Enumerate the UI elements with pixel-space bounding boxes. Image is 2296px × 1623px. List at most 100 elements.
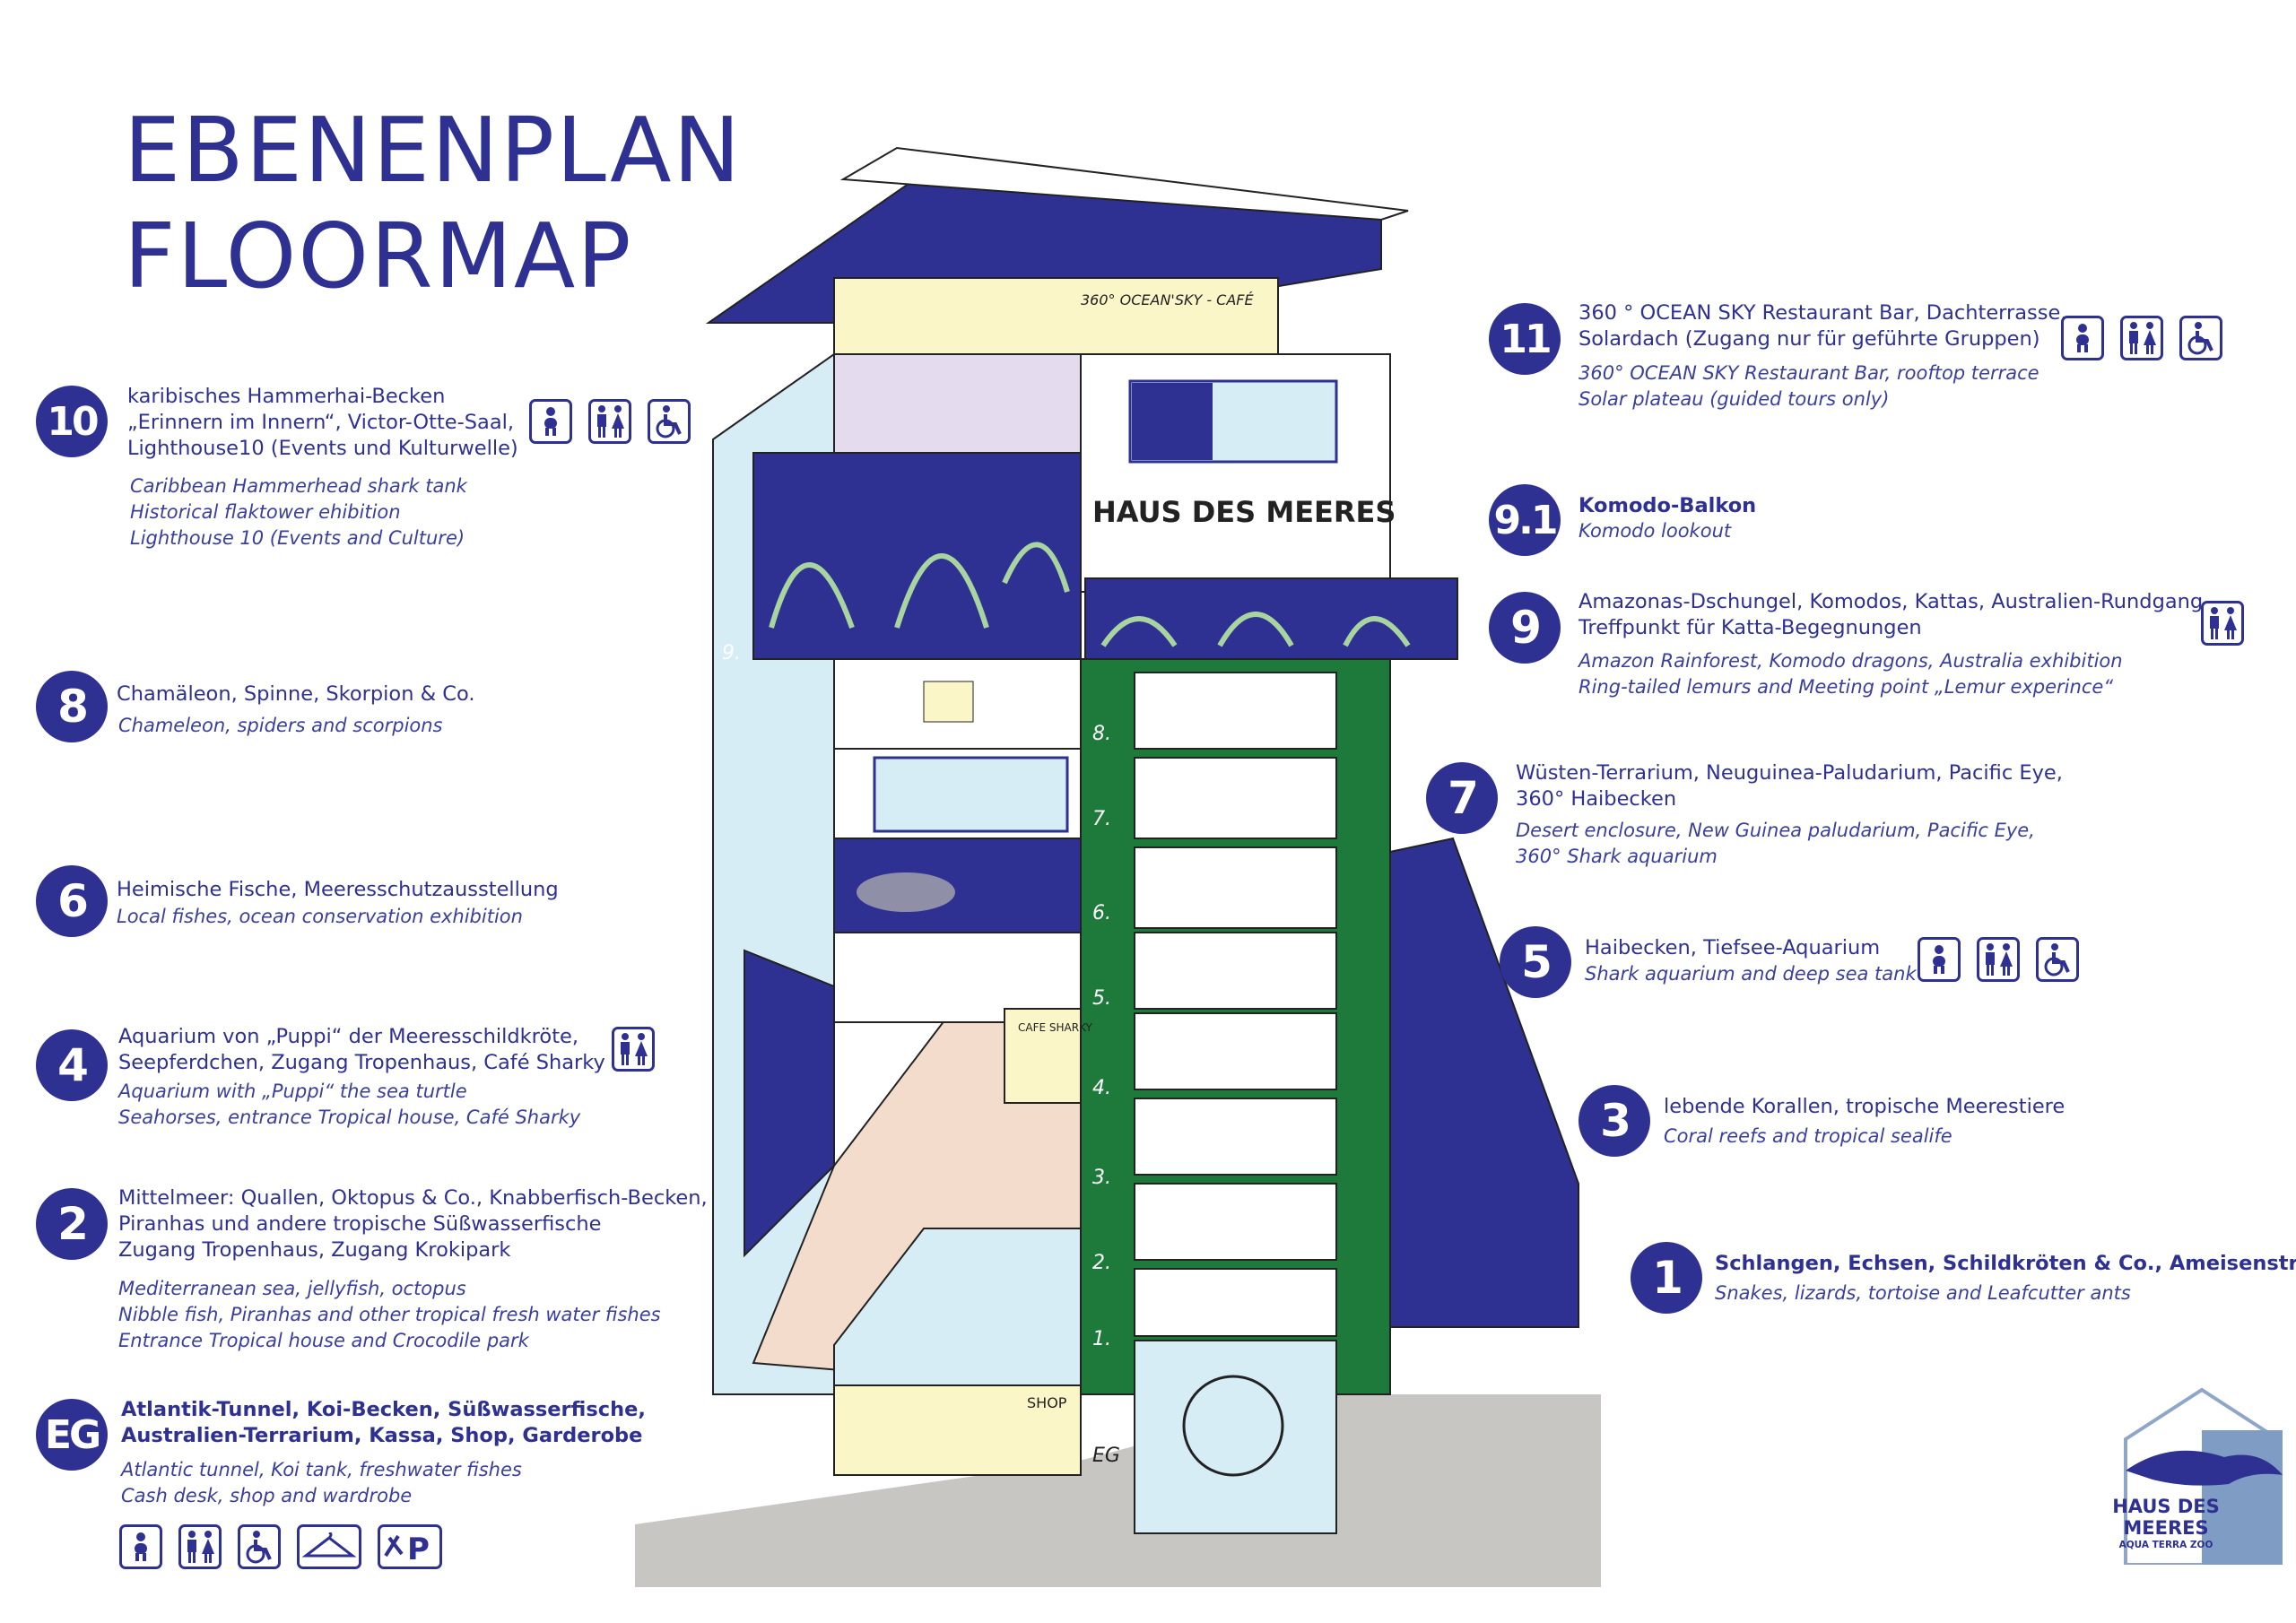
level-3-badge: 3: [1578, 1085, 1650, 1157]
level-5-de-1: Haibecken, Tiefsee-Aquarium: [1585, 936, 1881, 959]
baby-change-icon: [2061, 316, 2104, 360]
level-6-en-1: Local fishes, ocean conservation exhibit…: [117, 906, 523, 927]
floor-number: 9.: [722, 642, 741, 664]
floor-2-crocodile: [833, 1228, 1082, 1386]
level-3-en-1: Coral reefs and tropical sealife: [1664, 1125, 1952, 1147]
logo-line-2: MEERES: [2123, 1517, 2209, 1539]
level-4-en-1: Aquarium with „Puppi“ the sea turtle: [118, 1081, 467, 1102]
level-8-de-1: Chamäleon, Spinne, Skorpion & Co.: [117, 682, 475, 706]
level-eg-badge: EG: [36, 1399, 108, 1471]
level-1-de-1: Schlangen, Echsen, Schildkröten & Co., A…: [1715, 1252, 2296, 1275]
sharky-sign: CAFE SHARKY: [1018, 1021, 1093, 1034]
level-9-icons: [2201, 601, 2244, 646]
toilets-icon: [1977, 937, 2020, 982]
level-eg-icons: P: [119, 1524, 442, 1569]
parking-label: P: [407, 1532, 430, 1565]
level-10-en-1: Caribbean Hammerhead shark tank: [130, 475, 467, 497]
level-11-de-2: Solardach (Zugang nur für geführte Grupp…: [1578, 327, 2040, 351]
level-eg-de-1: Atlantik-Tunnel, Koi-Becken, Süßwasserfi…: [121, 1398, 646, 1421]
level-5-en-1: Shark aquarium and deep sea tank: [1585, 963, 1917, 985]
level-1-badge: 1: [1631, 1242, 1702, 1314]
page-title-de: EBENENPLAN: [124, 98, 743, 203]
level-91-de-1: Komodo-Balkon: [1578, 494, 1757, 517]
atlantic-tunnel: [1182, 1375, 1284, 1477]
level-7-de-1: Wüsten-Terrarium, Neuguinea-Paludarium, …: [1516, 761, 2063, 785]
wardrobe-icon: [297, 1524, 361, 1569]
floor-4-cafe: [1004, 1008, 1082, 1104]
baby-change-icon: [1918, 937, 1961, 982]
level-11-badge: 11: [1489, 303, 1561, 375]
baby-change-icon: [119, 1524, 162, 1569]
level-6-badge: 6: [36, 865, 108, 937]
parking-icon: P: [378, 1524, 442, 1569]
level-9-en-2: Ring-tailed lemurs and Meeting point „Le…: [1578, 676, 2114, 698]
floor-eg-shop: [833, 1384, 1082, 1476]
level-5-badge: 5: [1500, 926, 1571, 998]
baby-change-icon: [529, 399, 572, 444]
level-9-de-1: Amazonas-Dschungel, Komodos, Kattas, Aus…: [1578, 590, 2204, 613]
level-4-en-2: Seahorses, entrance Tropical house, Café…: [118, 1107, 581, 1128]
level-2-en-3: Entrance Tropical house and Crocodile pa…: [118, 1330, 529, 1351]
level-3-de-1: lebende Korallen, tropische Meerestiere: [1664, 1095, 2066, 1118]
logo-line-1: HAUS DES: [2112, 1496, 2220, 1517]
logo-line-3: AQUA TERRA ZOO: [2118, 1540, 2213, 1550]
floor-number: 7.: [1092, 808, 1111, 830]
floor-10-room: [833, 353, 1082, 454]
level-eg-en-2: Cash desk, shop and wardrobe: [121, 1485, 413, 1506]
toilets-icon: [2120, 316, 2163, 360]
haus-des-meeres-logo: [2124, 1387, 2283, 1565]
level-7-de-2: 360° Haibecken: [1516, 787, 1677, 811]
level-91-en-1: Komodo lookout: [1578, 520, 1732, 542]
wheelchair-icon: [238, 1524, 281, 1569]
level-5-icons: [1918, 937, 2079, 982]
floor-number: 3.: [1092, 1167, 1111, 1189]
level-4-badge: 4: [36, 1029, 108, 1101]
ground: [635, 1394, 1601, 1587]
wheelchair-icon: [2179, 316, 2222, 360]
floor-11-cafe: [833, 277, 1279, 355]
floor-number: 1.: [1092, 1328, 1111, 1350]
level-4-icons: [612, 1027, 655, 1072]
cafe-sign: 360° OCEAN'SKY - CAFÉ: [1081, 291, 1255, 308]
floor-9-jungle: [752, 452, 1082, 660]
floor-number: 10.: [1099, 436, 1130, 458]
floor-number: 8.: [1092, 723, 1111, 745]
level-10-en-2: Historical flaktower ehibition: [130, 501, 401, 523]
floor-5-hall: [833, 932, 1082, 1023]
level-4-de-2: Seepferdchen, Zugang Tropenhaus, Café Sh…: [118, 1051, 605, 1074]
level-10-en-3: Lighthouse 10 (Events and Culture): [130, 527, 465, 549]
level-7-badge: 7: [1426, 762, 1498, 834]
toilets-icon: [612, 1027, 655, 1072]
level-1-en-1: Snakes, lizards, tortoise and Leafcutter…: [1715, 1282, 2131, 1304]
level-2-de-3: Zugang Tropenhaus, Zugang Krokipark: [118, 1238, 511, 1262]
level-2-en-1: Mediterranean sea, jellyfish, octopus: [118, 1278, 466, 1299]
level-11-en-1: 360° OCEAN SKY Restaurant Bar, rooftop t…: [1578, 362, 2039, 384]
level-10-de-2: „Erinnern im Innern“, Victor-Otte-Saal,: [127, 411, 515, 434]
toilets-icon: [2201, 601, 2244, 646]
toilets-icon: [178, 1524, 222, 1569]
shop-sign: SHOP: [1027, 1394, 1067, 1411]
level-10-icons: [529, 399, 691, 444]
roof-top-plate: [839, 146, 1409, 221]
level-8-badge: 8: [36, 671, 108, 742]
logo-text: HAUS DES MEERES AQUA TERRA ZOO: [2112, 1496, 2220, 1551]
facade-sign: HAUS DES MEERES: [1092, 495, 1396, 529]
toilets-icon: [588, 399, 631, 444]
level-9-en-1: Amazon Rainforest, Komodo dragons, Austr…: [1578, 650, 2123, 672]
level-11-de-1: 360 ° OCEAN SKY Restaurant Bar, Dachterr…: [1578, 301, 2067, 325]
level-2-de-2: Piranhas und andere tropische Süßwasserf…: [118, 1212, 602, 1236]
wheelchair-icon: [648, 399, 691, 444]
floor-number: 5.: [1092, 987, 1111, 1010]
level-10-de-1: karibisches Hammerhai-Becken: [127, 385, 446, 408]
level-9-badge: 9: [1489, 592, 1561, 664]
level-10-de-3: Lighthouse10 (Events und Kulturwelle): [127, 437, 518, 460]
page-title-en: FLOORMAP: [124, 204, 633, 308]
east-wing: [1389, 837, 1579, 1328]
floor-number: 4.: [1092, 1077, 1111, 1099]
level-10-badge: 10: [36, 386, 108, 457]
floor-number: 6.: [1092, 902, 1111, 924]
level-7-en-2: 360° Shark aquarium: [1516, 846, 1718, 867]
level-8-en-1: Chameleon, spiders and scorpions: [118, 715, 443, 736]
level-eg-de-2: Australien-Terrarium, Kassa, Shop, Garde…: [121, 1424, 643, 1447]
